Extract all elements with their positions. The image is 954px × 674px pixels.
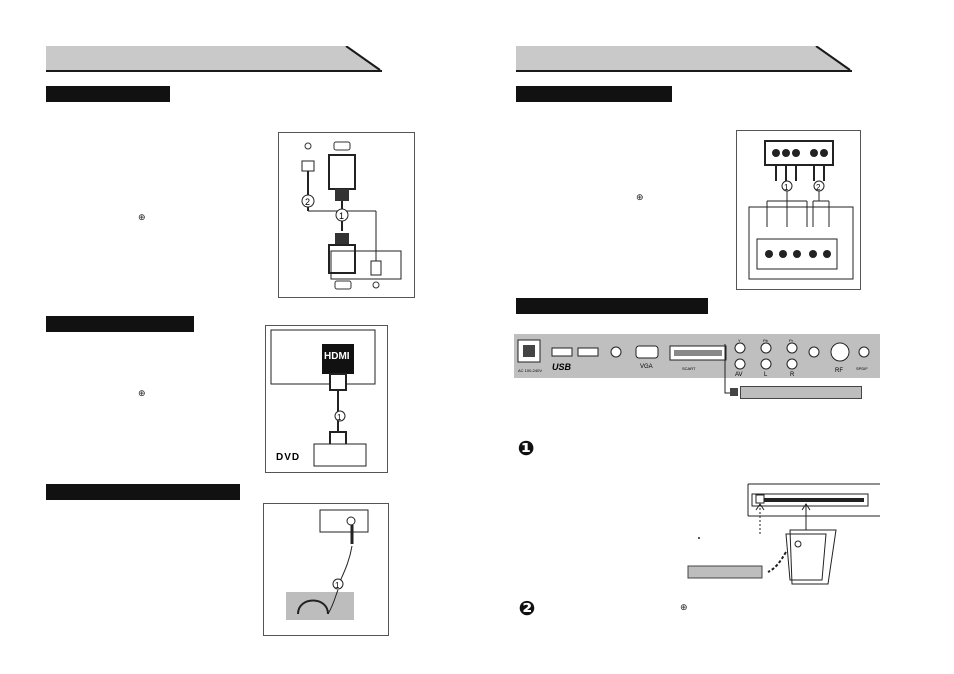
step-1-badge: ❶ xyxy=(517,436,535,460)
ac-in-label: AC 100-240V xyxy=(518,368,542,373)
usb-label: USB xyxy=(552,362,572,372)
left-header-corner xyxy=(340,46,382,72)
vga-connection-diagram: 2 1 xyxy=(278,132,415,298)
rf-label: RF xyxy=(835,368,843,374)
svg-text:1: 1 xyxy=(784,183,789,192)
hdmi-connection-diagram: HDMI 1 DVD xyxy=(265,325,388,473)
ci-card-art xyxy=(687,483,880,585)
component-connection-diagram: 1 2 xyxy=(736,130,861,290)
rear-panel-callout-box xyxy=(740,386,862,399)
rear-panel-callout-line xyxy=(724,344,738,396)
earphone-connection-diagram: 1 xyxy=(263,503,389,636)
dvd-label: DVD xyxy=(276,452,300,463)
vga-label: VGA xyxy=(640,364,653,370)
spdif-label: SPDIF xyxy=(856,366,868,371)
svg-text:1: 1 xyxy=(337,413,342,422)
pr-label: Pr xyxy=(789,338,794,343)
source-input-icon: ⊕ xyxy=(138,213,146,223)
rear-panel-art: AC 100-240V USB VGA SCART AV Y Pb L Pr R… xyxy=(517,338,870,378)
hdmi-diagram-art: HDMI 1 DVD xyxy=(270,329,376,467)
component-diagram-art: 1 2 xyxy=(748,140,854,280)
step-2-badge: ❷ xyxy=(518,596,536,620)
source-input-icon: ⊕ xyxy=(680,603,688,613)
svg-text:1: 1 xyxy=(335,581,340,590)
scart-label: SCART xyxy=(682,366,696,371)
right-header-corner xyxy=(810,46,852,72)
av-label: AV xyxy=(735,372,743,378)
y-label: Y xyxy=(738,338,741,343)
r-label: R xyxy=(790,372,795,378)
source-input-icon: ⊕ xyxy=(138,389,146,399)
hdmi-port-label: HDMI xyxy=(324,351,350,362)
cable-number-2: 2 xyxy=(305,197,310,207)
pb-label: Pb xyxy=(763,338,769,343)
section-bar-rear-panel xyxy=(516,298,708,314)
cable-number-1: 1 xyxy=(339,211,344,221)
rear-panel-strip: AC 100-240V USB VGA SCART AV Y Pb L Pr R… xyxy=(514,334,880,378)
vga-diagram-art: 2 1 xyxy=(301,141,402,290)
l-label: L xyxy=(764,372,768,378)
right-page-header-band xyxy=(516,46,816,72)
source-input-icon: ⊕ xyxy=(636,193,644,203)
section-bar-earphone-connection xyxy=(46,484,240,500)
left-page-header-band xyxy=(46,46,346,72)
section-bar-hdmi-connection xyxy=(46,316,194,332)
section-bar-vga-connection xyxy=(46,86,170,102)
svg-text:2: 2 xyxy=(816,183,821,192)
earphone-diagram-art: 1 xyxy=(286,509,369,620)
ci-card-diagram xyxy=(686,480,882,592)
section-bar-component-connection xyxy=(516,86,672,102)
